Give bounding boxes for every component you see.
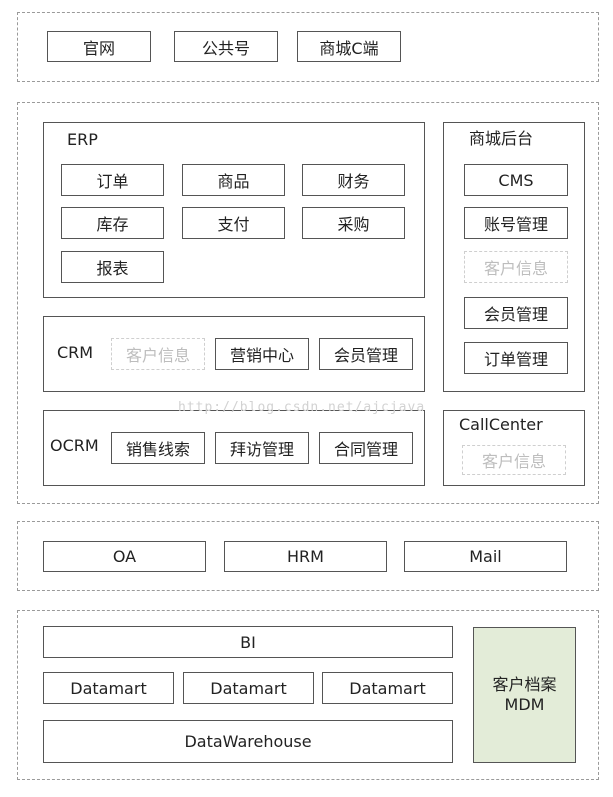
erp-group (43, 122, 425, 298)
erp-module-payment: 支付 (182, 207, 285, 239)
data-mdm: 客户档案 MDM (473, 627, 576, 763)
mdm-line-2: MDM (504, 695, 545, 714)
erp-module-order: 订单 (61, 164, 164, 196)
erp-module-purchasing: 采购 (302, 207, 405, 239)
mall-backend-member-management: 会员管理 (464, 297, 568, 329)
office-mail: Mail (404, 541, 567, 572)
mall-backend-cms: CMS (464, 164, 568, 196)
mall-backend-account-management: 账号管理 (464, 207, 568, 239)
ocrm-group (43, 410, 425, 486)
watermark-text: http://blog.csdn.net/ajcjava (178, 400, 426, 415)
ocrm-visit-management: 拜访管理 (215, 432, 309, 464)
erp-module-product: 商品 (182, 164, 285, 196)
erp-title: ERP (67, 130, 98, 149)
crm-customer-info-placeholder: 客户信息 (111, 338, 205, 370)
mall-backend-customer-info-placeholder: 客户信息 (464, 251, 568, 283)
data-datamart-1: Datamart (43, 672, 174, 704)
crm-group (43, 316, 425, 392)
frontend-mall-client: 商城C端 (297, 31, 401, 62)
crm-member-management: 会员管理 (319, 338, 413, 370)
frontend-official-site: 官网 (47, 31, 151, 62)
mdm-line-1: 客户档案 (492, 675, 557, 694)
office-oa: OA (43, 541, 206, 572)
data-warehouse: DataWarehouse (43, 720, 453, 763)
mall-backend-title: 商城后台 (469, 129, 534, 148)
erp-module-report: 报表 (61, 251, 164, 283)
erp-module-inventory: 库存 (61, 207, 164, 239)
frontend-public-account: 公共号 (174, 31, 278, 62)
data-bi: BI (43, 626, 453, 658)
data-layer (17, 610, 599, 780)
business-layer (17, 102, 599, 504)
erp-module-finance: 财务 (302, 164, 405, 196)
callcenter-title: CallCenter (459, 415, 543, 434)
ocrm-contract-management: 合同管理 (319, 432, 413, 464)
callcenter-group (443, 410, 585, 486)
ocrm-sales-leads: 销售线索 (111, 432, 205, 464)
ocrm-title: OCRM (50, 436, 99, 455)
crm-title: CRM (57, 343, 94, 362)
crm-marketing-center: 营销中心 (215, 338, 309, 370)
frontend-layer (17, 12, 599, 82)
mall-backend-order-management: 订单管理 (464, 342, 568, 374)
data-datamart-3: Datamart (322, 672, 453, 704)
callcenter-customer-info-placeholder: 客户信息 (462, 445, 566, 475)
mall-backend-group (443, 122, 585, 392)
office-layer (17, 521, 599, 591)
data-datamart-2: Datamart (183, 672, 314, 704)
office-hrm: HRM (224, 541, 387, 572)
